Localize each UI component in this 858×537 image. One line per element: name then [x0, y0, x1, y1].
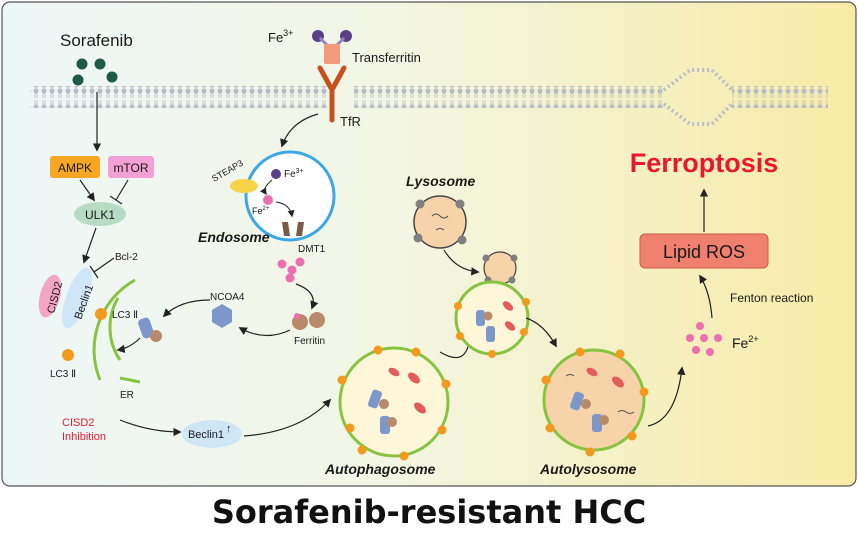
endo-fe3-ion: [271, 169, 281, 179]
lc3-top-label: LC3 Ⅱ: [112, 310, 138, 321]
autophagosome-cargo-icon: [368, 367, 426, 434]
arrow-complex-lc3: [116, 337, 141, 354]
arrow-ulk1-beclin: [82, 227, 97, 264]
sorafenib-molecule-icon: [72, 58, 118, 86]
cisd2-inhibition-line1: CISD2: [62, 417, 94, 429]
ampk-box: [50, 156, 100, 178]
er-membrane: [92, 278, 141, 384]
beclin-up-label: Beclin1: [188, 429, 224, 441]
ferritin-icon: [292, 312, 325, 330]
dmt1-transporter-icon: [282, 222, 304, 236]
bcl2-label: Bcl-2: [115, 252, 138, 263]
ncoa4-icon: [212, 304, 232, 328]
fe3-label: Fe3+: [268, 28, 293, 45]
ferroptosis-label: Ferroptosis: [630, 148, 779, 178]
arrow-fe3-fe2: [259, 179, 273, 196]
endo-fe2-ion: [263, 195, 273, 205]
figure-caption: Sorafenib-resistant HCC: [211, 493, 647, 531]
lc3-bottom-label: LC3 Ⅱ: [50, 369, 76, 380]
inhibit-mtor-ulk1: [109, 179, 129, 205]
cisd2-inhibition-line2: Inhibition: [62, 431, 106, 443]
endosome-label: Endosome: [198, 229, 270, 245]
transferritin-label: Transferritin: [352, 50, 421, 65]
ncoa4-ferritin-complex-icon: [138, 317, 162, 342]
steap3-icon: [230, 179, 258, 193]
released-fe2-ions: [277, 257, 305, 283]
fusion-vesicle: [454, 280, 530, 358]
arrow-ncoa4-complex: [162, 299, 211, 318]
autophagosome: [337, 345, 451, 461]
fusing-lysosome: [482, 251, 518, 285]
er-label: ER: [120, 390, 134, 401]
arrow-fusion-autolysosome: [525, 317, 557, 348]
arrow-ferritin-ncoa4: [238, 327, 291, 337]
beclin-up-arrow: ↑: [226, 423, 232, 435]
lc3-top-dot: [95, 308, 107, 320]
arrow-cisd2-beclin: [119, 419, 182, 437]
autophagosome-label: Autophagosome: [324, 461, 436, 477]
lipid-ros-box: [639, 233, 769, 269]
dmt1-label: DMT1: [298, 244, 326, 255]
arrow-tfr-endosome: [280, 113, 319, 148]
ampk-label: AMPK: [58, 161, 92, 175]
arrow-beclin-autophagosome: [243, 398, 332, 437]
cell-membrane: [30, 68, 828, 126]
free-fe2-ions: [686, 322, 722, 356]
tfr-receptor-icon: [317, 65, 347, 123]
ulk1-label: ULK1: [85, 208, 115, 222]
arrow-fe2-lipidros: [699, 274, 713, 319]
sorafenib-label: Sorafenib: [60, 31, 133, 50]
ncoa4-label: NCOA4: [210, 292, 245, 303]
cisd2-node: [38, 274, 62, 318]
lc3-bottom-dot: [62, 349, 74, 361]
fenton-label: Fenton reaction: [730, 291, 813, 305]
autolysosome-label: Autolysosome: [539, 461, 637, 477]
beclin-up-node: [182, 420, 242, 448]
arrow-ampk-ulk1: [79, 179, 95, 202]
tfr-label: TfR: [340, 114, 361, 129]
lipid-ros-label: Lipid ROS: [663, 242, 745, 262]
fe2-label: Fe2+: [732, 334, 759, 351]
endosome: [244, 150, 336, 242]
inhibit-bcl2-beclin: [89, 257, 115, 279]
lysosome: [413, 195, 467, 249]
endo-fe2-label: Fe2+: [252, 206, 270, 216]
mtor-box: [108, 156, 154, 178]
arrow-lysosome-fusion: [443, 249, 480, 276]
endo-fe3-label: Fe3+: [284, 168, 304, 180]
autolysosome: [541, 347, 649, 457]
transferrin-icon: [312, 30, 352, 64]
ulk1-node: [74, 202, 126, 226]
arrow-autolysosome-fe2: [647, 366, 686, 427]
mtor-label: mTOR: [113, 161, 148, 175]
arrow-fe2-dmt1: [275, 201, 295, 218]
ferritin-label: Ferritin: [294, 336, 325, 347]
ferroptosis-pathway-diagram: Sorafenib AMPK mTOR ULK1 Beclin1 CISD2 B…: [1, 1, 857, 487]
beclin1-node: [61, 267, 93, 329]
lysosome-label: Lysosome: [406, 173, 475, 189]
arrow-fe2-ferritin: [295, 283, 319, 310]
